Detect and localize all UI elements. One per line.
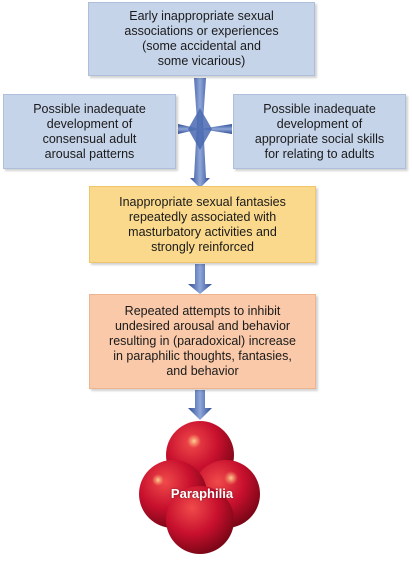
box-sexual-fantasies: Inappropriate sexual fantasies repeatedl…	[89, 186, 316, 263]
box-social-skills: Possible inadequate development of appro…	[233, 94, 406, 169]
arrow-junction	[188, 108, 212, 150]
box-inhibition-attempts: Repeated attempts to inhibit undesired a…	[89, 294, 316, 389]
arrow-down-third	[188, 390, 212, 420]
box-adult-arousal: Possible inadequate development of conse…	[3, 94, 176, 169]
paraphilia-sphere-cluster	[139, 421, 260, 554]
arrow-from-right	[200, 124, 232, 134]
box-early-experiences: Early inappropriate sexual associations …	[88, 2, 315, 76]
arrow-down-second	[188, 264, 212, 294]
paraphilia-label: Paraphilia	[170, 486, 234, 501]
converging-arrows	[178, 78, 232, 188]
